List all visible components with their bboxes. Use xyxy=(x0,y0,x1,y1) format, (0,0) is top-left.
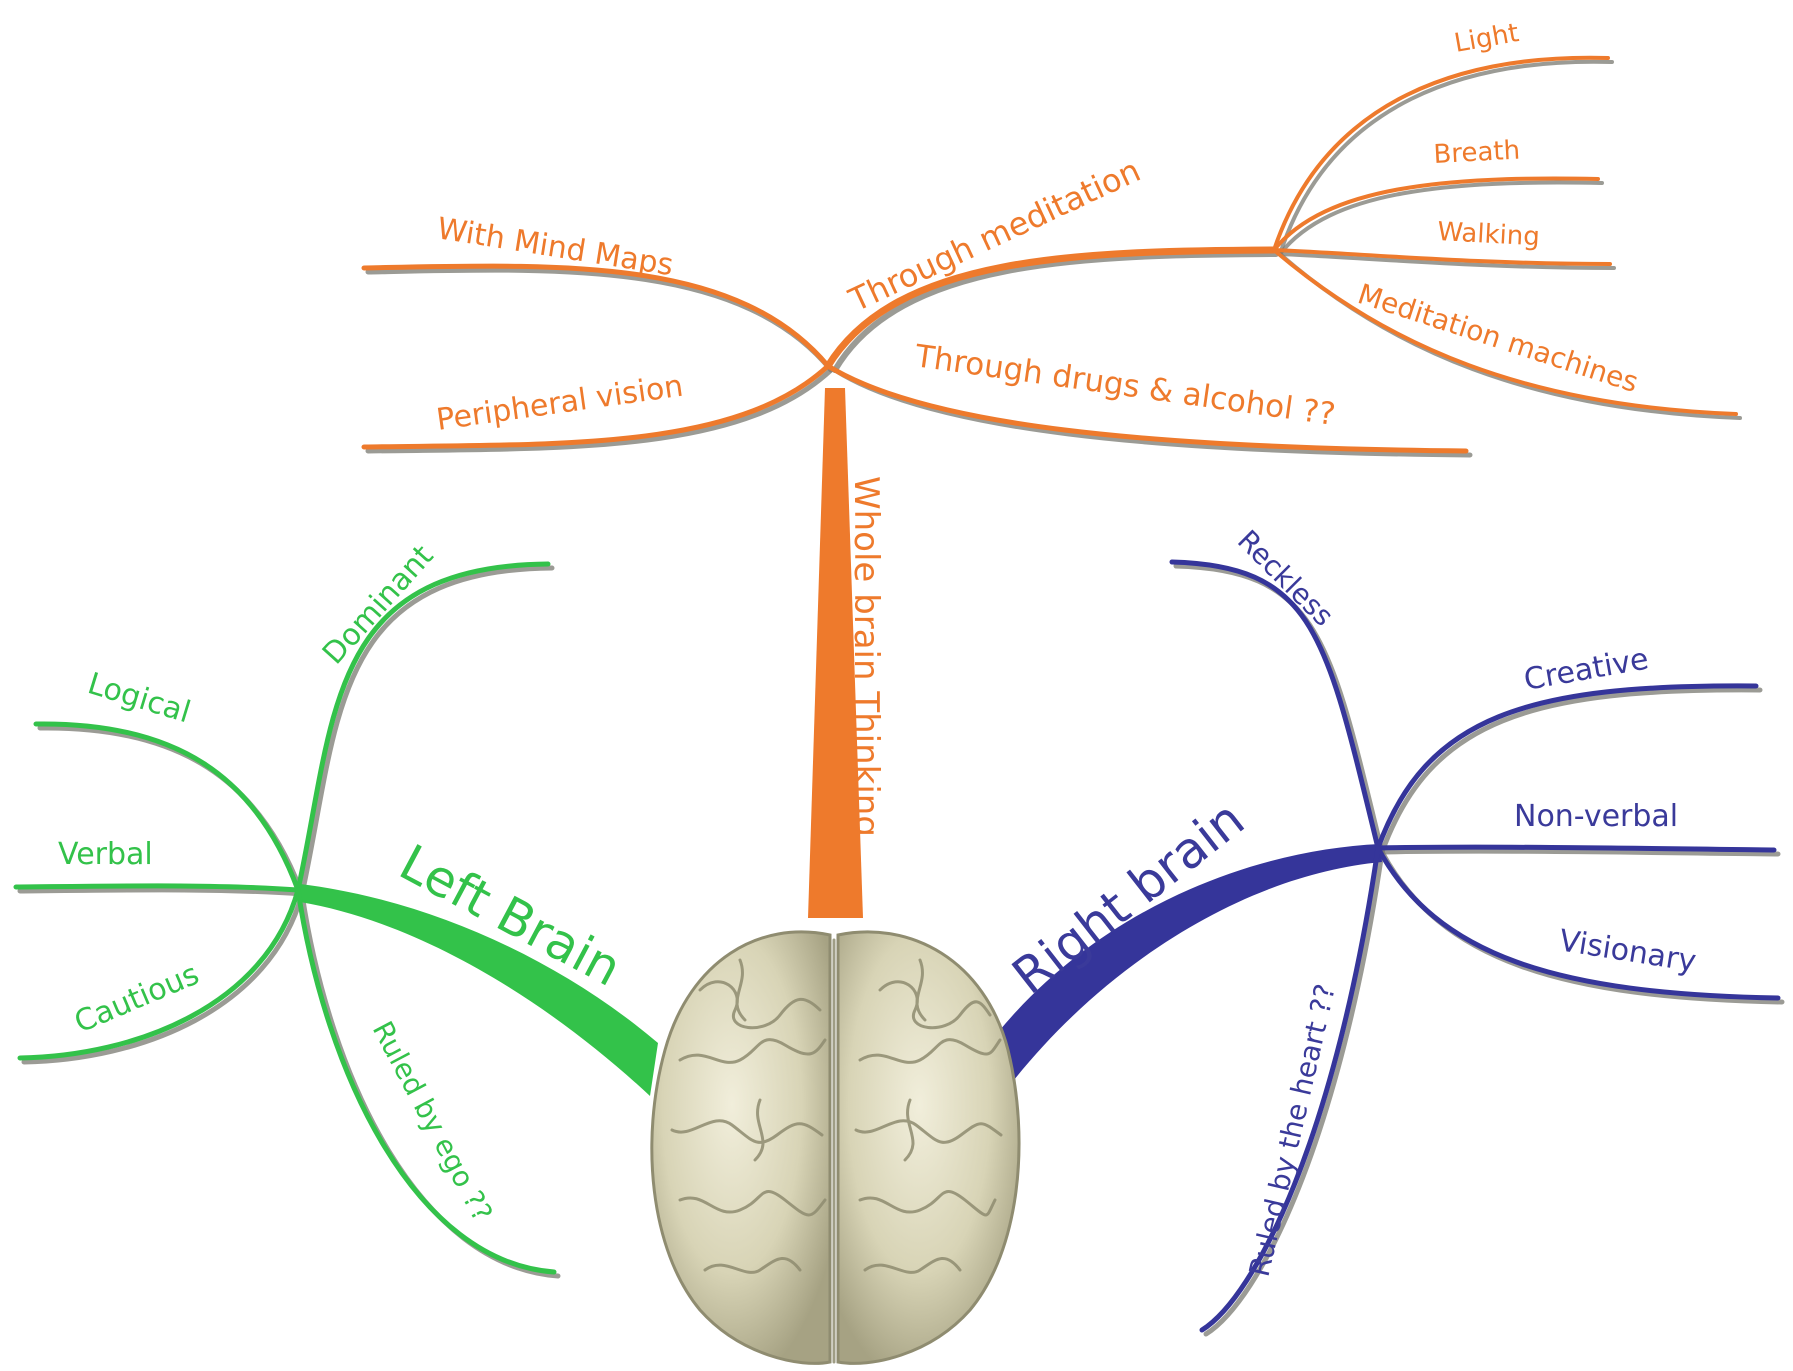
branch-visionary xyxy=(1378,848,1778,998)
label-non-verbal: Non-verbal xyxy=(1514,799,1678,834)
label-walking: Walking xyxy=(1437,217,1541,252)
label-meditation-machines: Meditation machines xyxy=(1354,277,1642,399)
whole-brain-label: Whole brain Thinking xyxy=(846,476,886,837)
branch-non-verbal xyxy=(1378,847,1774,850)
brain-top-view-icon xyxy=(652,932,1019,1363)
branch-with-mind-maps xyxy=(364,266,828,366)
label-dominant: Dominant xyxy=(316,538,441,671)
label-light: Light xyxy=(1452,18,1521,59)
label-logical: Logical xyxy=(84,666,195,730)
label-visionary: Visionary xyxy=(1557,923,1699,979)
label-ruled-by-ego: Ruled by ego ?? xyxy=(366,1016,499,1227)
whole-brain-group: Whole brain Thinking With Mind Maps Peri… xyxy=(364,18,1740,918)
label-breath: Breath xyxy=(1433,136,1521,170)
label-through-meditation: Through meditation xyxy=(842,151,1146,320)
right-brain-group: Right brain Reckless Creative Non-verbal… xyxy=(1000,524,1782,1334)
right-brain-labels: Right brain Reckless Creative Non-verbal… xyxy=(1002,524,1699,1280)
left-brain-group: Left Brain Dominant Logical Verbal Cauti… xyxy=(16,538,658,1276)
left-brain-labels: Left Brain Dominant Logical Verbal Cauti… xyxy=(58,538,630,1227)
label-peripheral-vision: Peripheral vision xyxy=(434,369,685,438)
label-verbal: Verbal xyxy=(58,837,153,872)
label-ruled-by-heart: Ruled by the heart ?? xyxy=(1243,981,1342,1280)
